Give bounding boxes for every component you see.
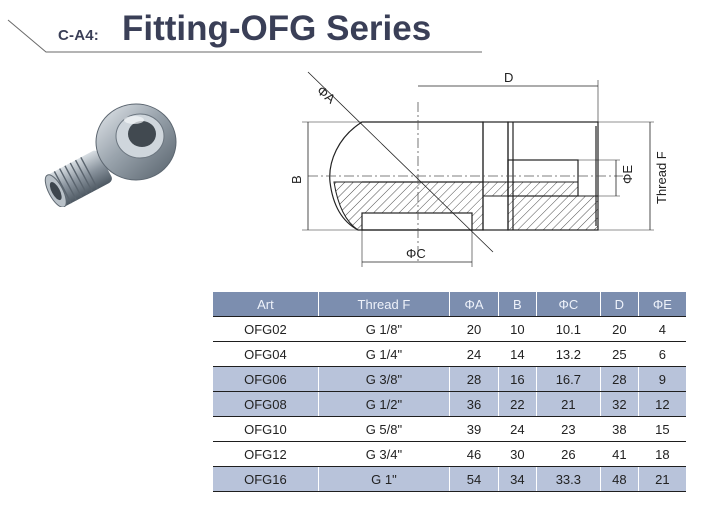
table-cell: 25 [600, 341, 639, 367]
table-cell: 28 [449, 366, 499, 392]
table-cell: 10.1 [536, 316, 601, 342]
section-code: C-A4: [58, 27, 99, 44]
table-cell: 32 [600, 391, 639, 417]
table-cell: 46 [449, 441, 499, 467]
table-cell: 24 [498, 416, 537, 442]
column-header: B [498, 292, 537, 317]
page-header: C-A4: Fitting-OFG Series [0, 0, 720, 62]
label-diameter-a: ΦA [314, 83, 338, 107]
table-cell: 18 [638, 441, 686, 467]
table-cell: 39 [449, 416, 499, 442]
table-cell: 13.2 [536, 341, 601, 367]
header-underline [7, 19, 482, 53]
table-cell: OFG02 [213, 316, 319, 342]
table-cell: 36 [449, 391, 499, 417]
table-cell: 34 [498, 466, 537, 492]
column-header: Thread F [318, 292, 451, 317]
table-cell: 26 [536, 441, 601, 467]
column-header: D [600, 292, 639, 317]
table-cell: 33.3 [536, 466, 601, 492]
table-cell: 38 [600, 416, 639, 442]
table-cell: OFG16 [213, 466, 319, 492]
page-title: Fitting-OFG Series [122, 9, 432, 48]
table-cell: 4 [638, 316, 686, 342]
table-cell: 9 [638, 366, 686, 392]
table-cell: 12 [638, 391, 686, 417]
column-header: ΦC [536, 292, 601, 317]
label-thread-f: Thread F [654, 151, 669, 204]
label-b: B [289, 175, 304, 184]
table-cell: G 5/8" [318, 416, 451, 442]
table-cell: 41 [600, 441, 639, 467]
table-cell: 54 [449, 466, 499, 492]
technical-drawing: ΦA B ΦC D ΦE Thread F [278, 62, 678, 280]
table-cell: G 3/8" [318, 366, 451, 392]
table-cell: OFG10 [213, 416, 319, 442]
table-cell: 15 [638, 416, 686, 442]
table-cell: 20 [600, 316, 639, 342]
table-cell: OFG08 [213, 391, 319, 417]
label-diameter-c: ΦC [406, 246, 426, 261]
column-header: Art [213, 292, 319, 317]
table-cell: 16.7 [536, 366, 601, 392]
table-cell: 28 [600, 366, 639, 392]
table-cell: G 1/2" [318, 391, 451, 417]
table-cell: 20 [449, 316, 499, 342]
fitting-photo [40, 92, 180, 208]
table-cell: 16 [498, 366, 537, 392]
table-cell: 10 [498, 316, 537, 342]
table-cell: 14 [498, 341, 537, 367]
table-cell: 6 [638, 341, 686, 367]
table-cell: OFG04 [213, 341, 319, 367]
table-cell: 24 [449, 341, 499, 367]
table-cell: G 1" [318, 466, 451, 492]
table-cell: 23 [536, 416, 601, 442]
table-cell: 21 [638, 466, 686, 492]
column-header: ΦE [638, 292, 686, 317]
table-cell: 30 [498, 441, 537, 467]
table-cell: OFG12 [213, 441, 319, 467]
table-cell: OFG06 [213, 366, 319, 392]
table-cell: G 3/4" [318, 441, 451, 467]
table-cell: 22 [498, 391, 537, 417]
table-cell: G 1/4" [318, 341, 451, 367]
table-cell: G 1/8" [318, 316, 451, 342]
label-d: D [504, 70, 513, 85]
column-header: ΦA [449, 292, 499, 317]
table-cell: 21 [536, 391, 601, 417]
thread-stub [44, 150, 112, 208]
label-diameter-e: ΦE [620, 165, 635, 184]
table-cell: 48 [600, 466, 639, 492]
